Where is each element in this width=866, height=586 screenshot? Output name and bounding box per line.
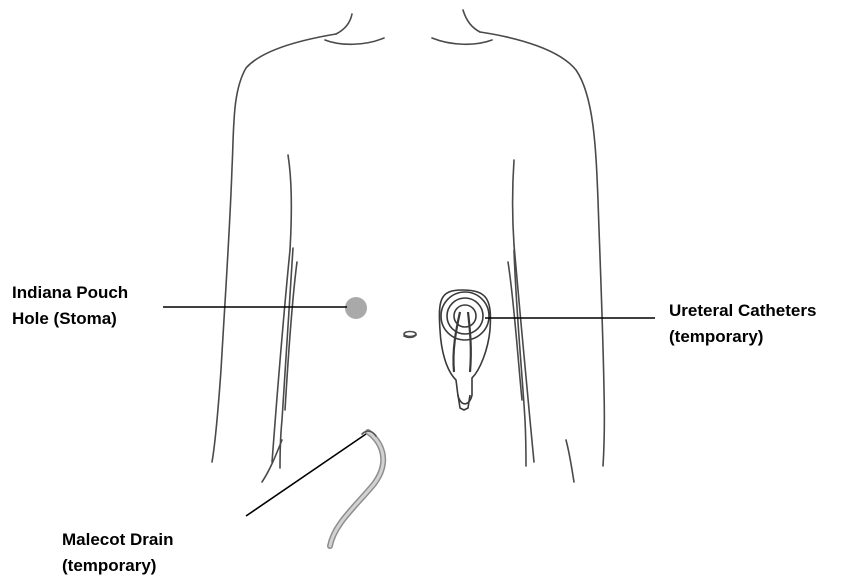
leader-line-malecot <box>246 434 366 516</box>
left-arm-outer <box>212 34 336 462</box>
label-stoma-line2: Hole (Stoma) <box>12 306 128 332</box>
label-indiana-pouch-stoma: Indiana Pouch Hole (Stoma) <box>12 280 128 332</box>
ureteral-bag <box>439 290 490 410</box>
neck-left-outline <box>336 14 352 34</box>
label-ureteral-line2: (temporary) <box>669 324 816 350</box>
right-armpit <box>513 160 515 245</box>
bag-flange-mid <box>447 298 483 334</box>
label-malecot-line2: (temporary) <box>62 553 173 579</box>
left-armpit <box>288 155 291 250</box>
clavicle-left <box>325 38 384 44</box>
stoma-dot <box>345 297 367 319</box>
bag-outline <box>439 290 490 404</box>
bag-drain-tip <box>458 395 470 410</box>
clavicle-right <box>432 38 492 44</box>
label-ureteral-catheters: Ureteral Catheters (temporary) <box>669 298 816 350</box>
drain-tube-inner <box>330 432 383 546</box>
bag-flange-outer <box>441 292 489 340</box>
malecot-drain <box>330 431 383 546</box>
label-stoma-line1: Indiana Pouch <box>12 280 128 306</box>
label-malecot-drain: Malecot Drain (temporary) <box>62 527 173 579</box>
label-ureteral-line1: Ureteral Catheters <box>669 298 816 324</box>
catheter-line-2 <box>468 312 471 372</box>
label-malecot-line1: Malecot Drain <box>62 527 173 553</box>
right-arm-outer <box>480 32 604 466</box>
neck-right-outline <box>463 10 480 32</box>
leader-lines <box>163 307 655 516</box>
hip-right <box>566 440 574 482</box>
